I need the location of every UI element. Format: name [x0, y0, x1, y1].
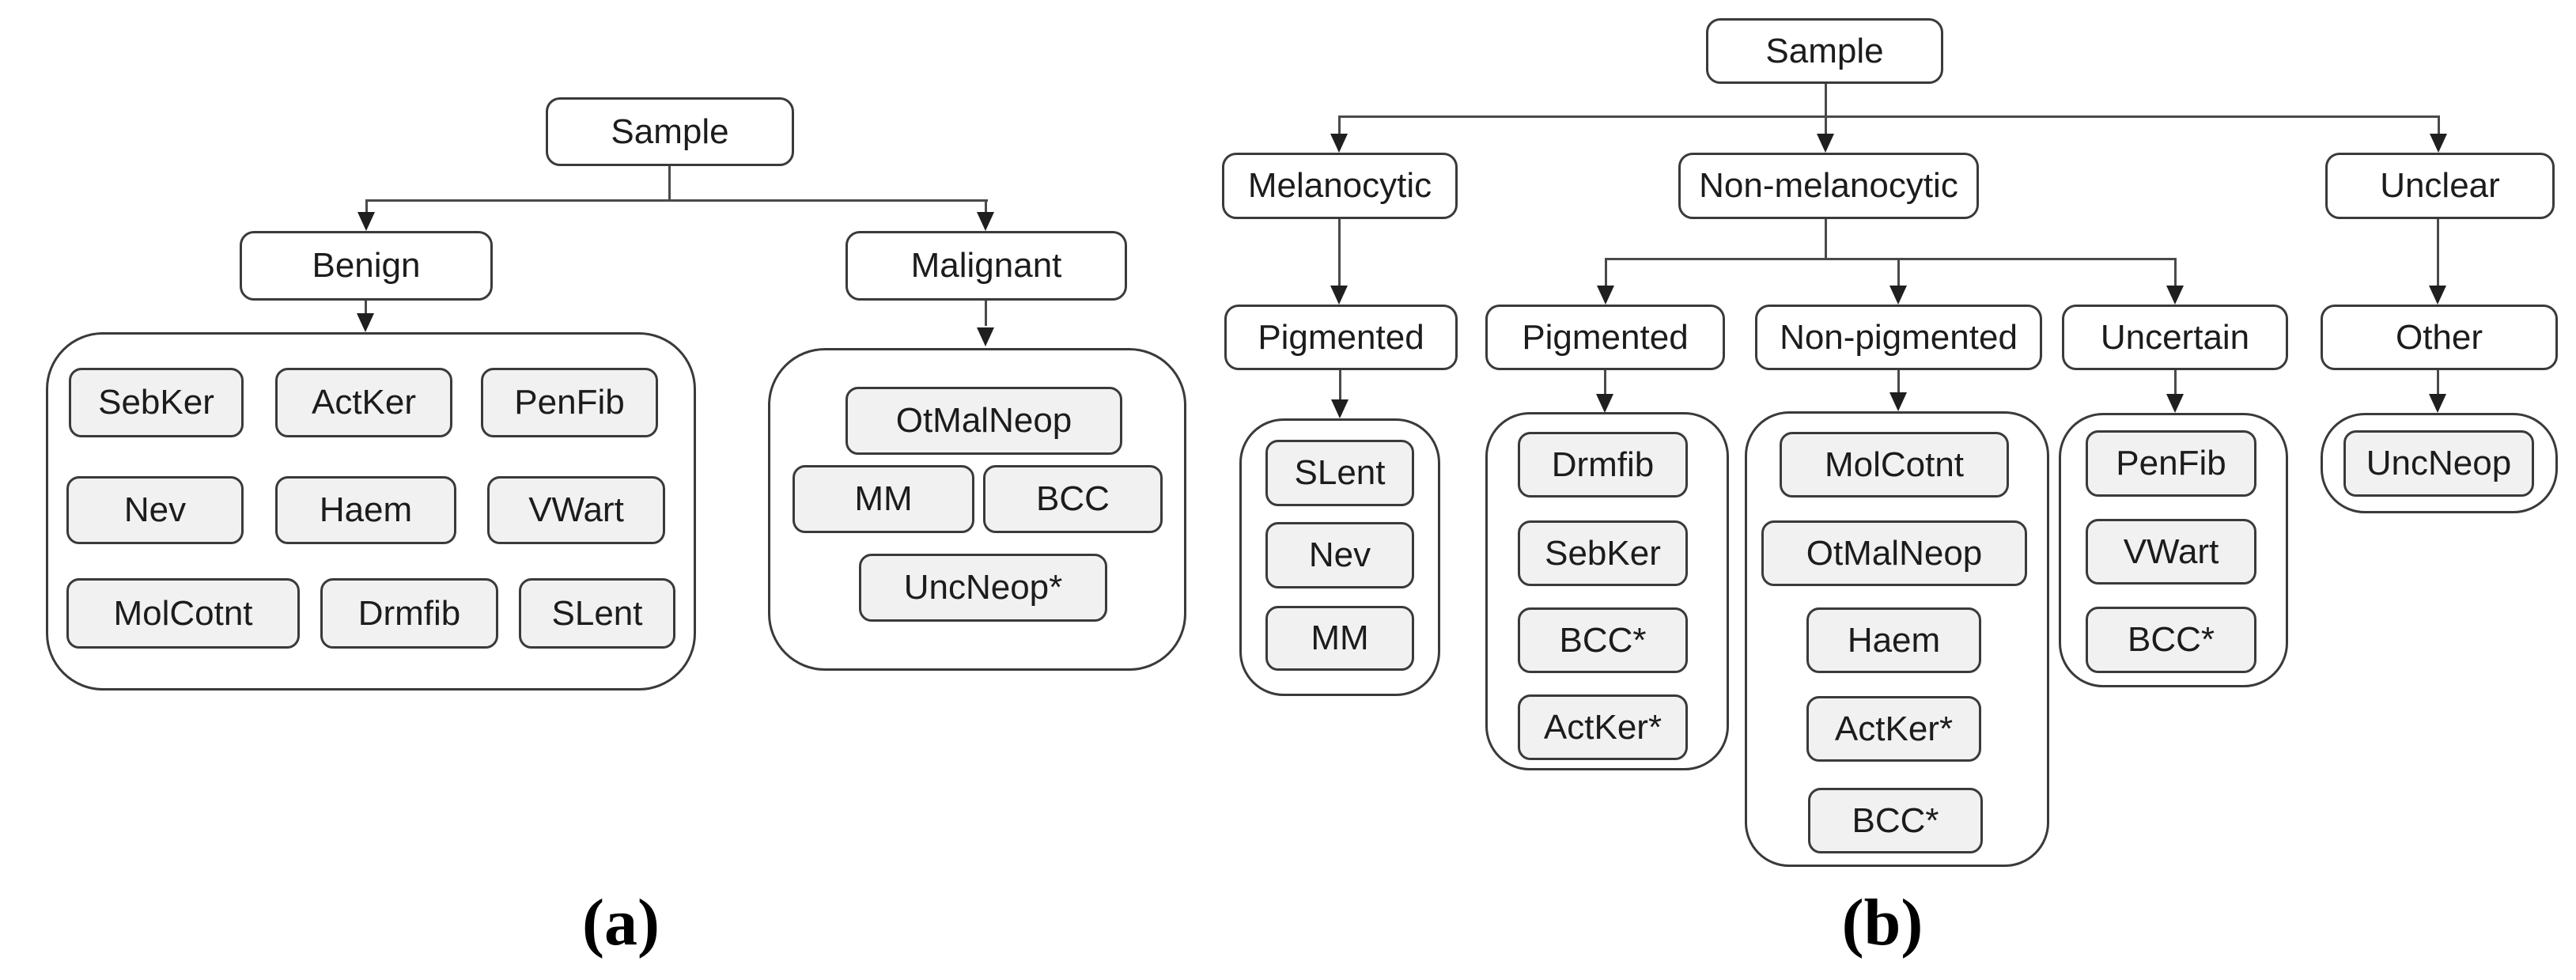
caption-a: (a) — [582, 886, 660, 959]
connector — [1825, 115, 1827, 134]
connector — [1605, 258, 1607, 286]
node-melanocytic: Melanocytic — [1222, 153, 1458, 219]
connector — [668, 166, 671, 201]
connector — [2437, 219, 2439, 286]
arrowhead — [977, 212, 994, 231]
leaf-b-drmfib: Drmfib — [1518, 432, 1688, 498]
node-pigmented-nonmelanocytic: Pigmented — [1485, 305, 1725, 370]
connector — [1338, 115, 2440, 118]
leaf-b-penfib: PenFib — [2086, 430, 2256, 497]
leaf-a-bcc: BCC — [983, 465, 1163, 533]
leaf-a-slent: SLent — [519, 578, 675, 649]
arrowhead — [1889, 392, 1907, 411]
node-unclear: Unclear — [2325, 153, 2555, 219]
node-benign: Benign — [240, 231, 493, 301]
leaf-b-mm: MM — [1265, 606, 1414, 671]
leaf-b-actker-nonpigmented: ActKer* — [1806, 696, 1981, 762]
node-other: Other — [2321, 305, 2558, 370]
leaf-b-haem: Haem — [1806, 607, 1981, 673]
leaf-b-actker-pigmented: ActKer* — [1518, 694, 1688, 760]
arrowhead — [977, 327, 994, 346]
connector — [2437, 370, 2439, 395]
connector — [985, 199, 987, 214]
leaf-b-molcotnt: MolCotnt — [1780, 432, 2009, 498]
arrowhead — [357, 212, 375, 231]
leaf-b-vwart: VWart — [2086, 519, 2256, 585]
connector — [1338, 219, 1341, 286]
connector — [366, 199, 988, 202]
arrowhead — [2429, 286, 2446, 305]
arrowhead — [357, 313, 374, 332]
connector — [985, 301, 987, 326]
node-non-melanocytic: Non-melanocytic — [1678, 153, 1979, 219]
arrowhead — [2166, 394, 2184, 413]
leaf-b-uncneop: UncNeop — [2343, 430, 2534, 497]
arrowhead — [1330, 286, 1348, 305]
leaf-b-slent: SLent — [1265, 440, 1414, 506]
node-sample-b: Sample — [1706, 18, 1943, 84]
connector — [1825, 84, 1827, 117]
connector — [1604, 370, 1606, 395]
arrowhead — [2429, 394, 2446, 413]
node-uncertain: Uncertain — [2062, 305, 2288, 370]
connector — [1605, 258, 2177, 260]
leaf-a-haem: Haem — [275, 476, 456, 544]
leaf-a-molcotnt: MolCotnt — [66, 578, 300, 649]
leaf-a-actker: ActKer — [275, 368, 452, 437]
connector — [1825, 219, 1827, 260]
arrowhead — [1817, 134, 1834, 153]
leaf-a-vwart: VWart — [487, 476, 665, 544]
connector — [2174, 258, 2177, 286]
leaf-b-bcc-uncertain: BCC* — [2086, 607, 2256, 673]
connector — [2174, 370, 2177, 395]
leaf-b-nev: Nev — [1265, 522, 1414, 588]
connector — [365, 301, 367, 315]
node-malignant: Malignant — [845, 231, 1127, 301]
connector — [1897, 258, 1900, 286]
connector — [2438, 115, 2440, 134]
connector — [1897, 370, 1900, 393]
caption-b: (b) — [1841, 886, 1923, 959]
leaf-b-sebker: SebKer — [1518, 520, 1688, 586]
leaf-a-otmalneop: OtMalNeop — [845, 387, 1122, 455]
node-pigmented-melanocytic: Pigmented — [1224, 305, 1458, 370]
leaf-a-nev: Nev — [66, 476, 244, 544]
leaf-b-otmalneop: OtMalNeop — [1761, 520, 2027, 586]
arrowhead — [2430, 134, 2447, 153]
node-sample-a: Sample — [546, 97, 794, 166]
leaf-a-penfib: PenFib — [481, 368, 658, 437]
arrowhead — [1597, 286, 1614, 305]
arrowhead — [1889, 286, 1907, 305]
connector — [1338, 115, 1341, 134]
leaf-b-bcc-nonpigmented: BCC* — [1808, 788, 1983, 853]
leaf-a-sebker: SebKer — [69, 368, 244, 437]
leaf-a-mm: MM — [792, 465, 974, 533]
leaf-a-drmfib: Drmfib — [320, 578, 498, 649]
connector — [365, 199, 368, 214]
leaf-a-uncneop: UncNeop* — [859, 554, 1107, 622]
arrowhead — [1331, 399, 1349, 418]
connector — [1339, 370, 1341, 400]
arrowhead — [1596, 394, 1613, 413]
arrowhead — [1330, 134, 1348, 153]
arrowhead — [2166, 286, 2184, 305]
node-non-pigmented: Non-pigmented — [1755, 305, 2042, 370]
leaf-b-bcc-pigmented: BCC* — [1518, 607, 1688, 673]
